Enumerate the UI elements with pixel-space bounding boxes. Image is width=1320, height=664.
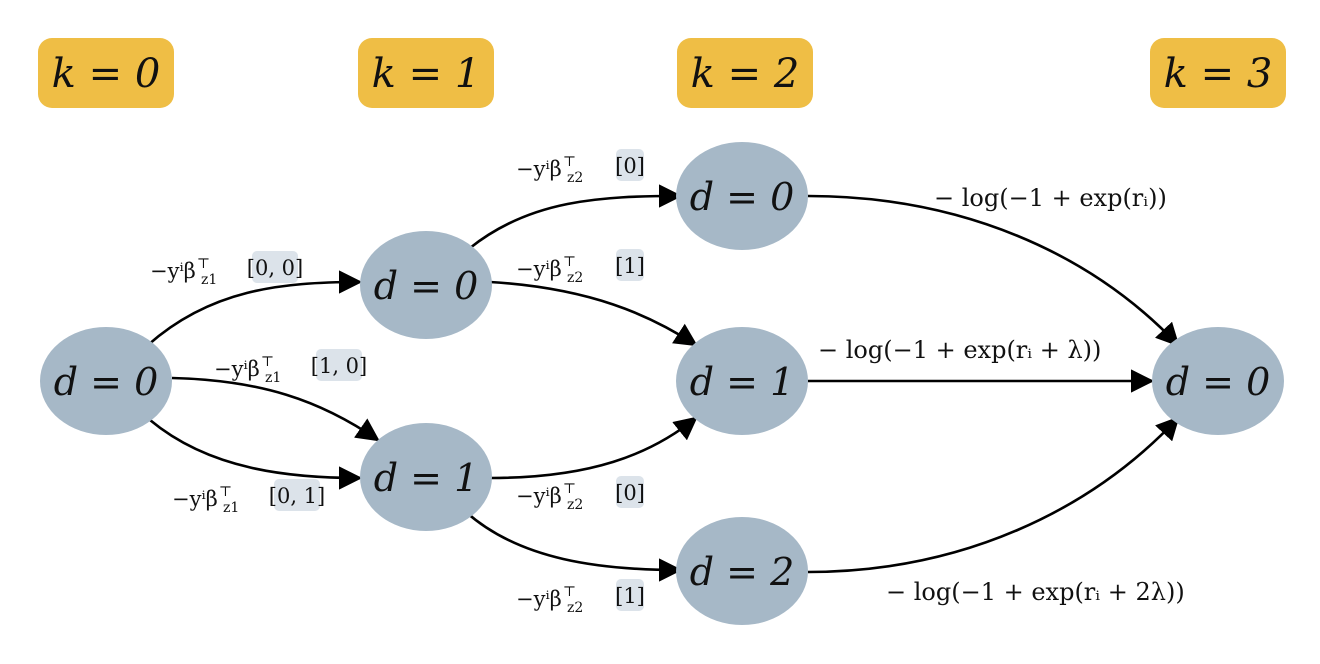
node-k1-d1: d = 1	[360, 423, 492, 531]
cost-label-d2: − log(−1 + exp(rᵢ + 2λ))	[886, 578, 1185, 606]
svg-text:−yⁱβ⊤z1: −yⁱβ⊤z1	[214, 354, 281, 386]
edge-label-k0-01: −yⁱβ⊤z1 [0, 1]	[172, 479, 325, 516]
edge-k2d0-k3d0	[807, 194, 1180, 347]
stage-label-k0: k = 0	[38, 38, 174, 108]
edge-label-k1-bot-0-transpose: ⊤	[563, 481, 576, 497]
stage-label-k2-text: k = 2	[691, 51, 800, 97]
edge-label-k1-top-1-prefix: −yⁱβ	[516, 257, 562, 281]
svg-text:−yⁱβ⊤z2: −yⁱβ⊤z2	[516, 584, 583, 616]
edge-label-k0-00-sub: z1	[201, 272, 217, 288]
svg-text:−yⁱβ⊤z2: −yⁱβ⊤z2	[516, 154, 583, 186]
edge-label-k1-bot-1-prefix: −yⁱβ	[516, 587, 562, 611]
edge-k1d0-k2d0	[469, 184, 683, 250]
edge-label-k1-top-0: −yⁱβ⊤z2 [0]	[516, 149, 645, 186]
edge-k1d1-k2d1	[489, 416, 698, 480]
edge-label-k1-bot-1-transpose: ⊤	[563, 584, 576, 600]
cost-label-d0: − log(−1 + exp(rᵢ))	[934, 184, 1167, 212]
svg-text:−yⁱβ⊤z1: −yⁱβ⊤z1	[172, 484, 239, 516]
svg-text:−yⁱβ⊤z2: −yⁱβ⊤z2	[516, 254, 583, 286]
edge-label-k0-01-transpose: ⊤	[219, 484, 232, 500]
svg-text:−yⁱβ⊤z1: −yⁱβ⊤z1	[150, 256, 217, 288]
cost-label-d1: − log(−1 + exp(rᵢ + λ))	[818, 336, 1101, 364]
edge-k1d0-k2d1	[489, 280, 698, 347]
edge-k0d0-k1d1-lower	[149, 419, 363, 490]
node-k0-d0: d = 0	[40, 327, 172, 435]
edge-label-k0-10-transpose: ⊤	[261, 354, 274, 370]
edge-label-k0-10-prefix: −yⁱβ	[214, 357, 260, 381]
edge-label-k1-bot-1-index: [1]	[615, 584, 645, 608]
stage-label-k1-text: k = 1	[372, 51, 481, 97]
edge-label-k0-01-prefix: −yⁱβ	[172, 487, 218, 511]
stage-label-k3-text: k = 3	[1164, 51, 1273, 97]
edge-label-k0-00-index: [0, 0]	[247, 256, 303, 280]
edge-label-k0-10-sub: z1	[265, 370, 281, 386]
edge-k1d1-k2d2	[465, 511, 683, 582]
edge-label-k0-00-transpose: ⊤	[197, 256, 210, 272]
edge-label-k0-10-index: [1, 0]	[311, 354, 367, 378]
node-k1-d0-label: d = 0	[374, 264, 479, 308]
svg-text:−yⁱβ⊤z2: −yⁱβ⊤z2	[516, 481, 583, 513]
edge-k0d0-k1d1-upper	[171, 376, 380, 442]
stage-label-k3: k = 3	[1150, 38, 1286, 108]
node-k2-d0: d = 0	[676, 142, 808, 250]
edge-label-k1-bot-0-prefix: −yⁱβ	[516, 484, 562, 508]
stage-label-k1: k = 1	[358, 38, 494, 108]
edge-label-k1-top-1: −yⁱβ⊤z2 [1]	[516, 249, 645, 286]
edge-label-k1-bot-0-index: [0]	[615, 481, 645, 505]
edge-label-k1-top-1-index: [1]	[615, 254, 645, 278]
edge-label-k1-bot-0-sub: z2	[567, 497, 583, 513]
edge-label-k1-top-1-sub: z2	[567, 270, 583, 286]
edge-label-k1-top-0-sub: z2	[567, 170, 583, 186]
edge-label-k0-00-prefix: −yⁱβ	[150, 259, 196, 283]
node-k1-d1-label: d = 1	[374, 456, 479, 500]
stage-label-k2: k = 2	[677, 38, 813, 108]
edge-label-k1-top-1-transpose: ⊤	[563, 254, 576, 270]
node-k0-d0-label: d = 0	[54, 360, 159, 404]
node-k2-d1-label: d = 1	[690, 360, 795, 404]
node-k2-d2-label: d = 2	[690, 550, 795, 594]
edge-label-k1-bot-1: −yⁱβ⊤z2 [1]	[516, 579, 645, 616]
edge-label-k0-01-index: [0, 1]	[269, 484, 325, 508]
edge-label-k0-01-sub: z1	[223, 500, 239, 516]
edge-label-k1-top-0-index: [0]	[615, 154, 645, 178]
edge-label-k0-10: −yⁱβ⊤z1 [1, 0]	[214, 349, 367, 386]
edge-label-k1-top-0-prefix: −yⁱβ	[516, 157, 562, 181]
edge-label-k0-00: −yⁱβ⊤z1 [0, 0]	[150, 251, 303, 288]
node-k2-d0-label: d = 0	[690, 175, 795, 219]
edge-label-k1-bot-0: −yⁱβ⊤z2 [0]	[516, 476, 645, 513]
node-k3-d0-label: d = 0	[1166, 360, 1271, 404]
edge-k2d2-k3d0	[807, 416, 1180, 574]
node-k2-d2: d = 2	[676, 517, 808, 625]
node-k1-d0: d = 0	[360, 231, 492, 339]
edges	[147, 184, 1180, 582]
edge-label-k1-bot-1-sub: z2	[567, 600, 583, 616]
edge-label-k1-top-0-transpose: ⊤	[563, 154, 576, 170]
node-k2-d1: d = 1	[676, 327, 808, 435]
edge-k0d0-k1d0	[147, 270, 363, 346]
stage-label-k0-text: k = 0	[52, 51, 161, 97]
node-k3-d0: d = 0	[1152, 327, 1284, 435]
